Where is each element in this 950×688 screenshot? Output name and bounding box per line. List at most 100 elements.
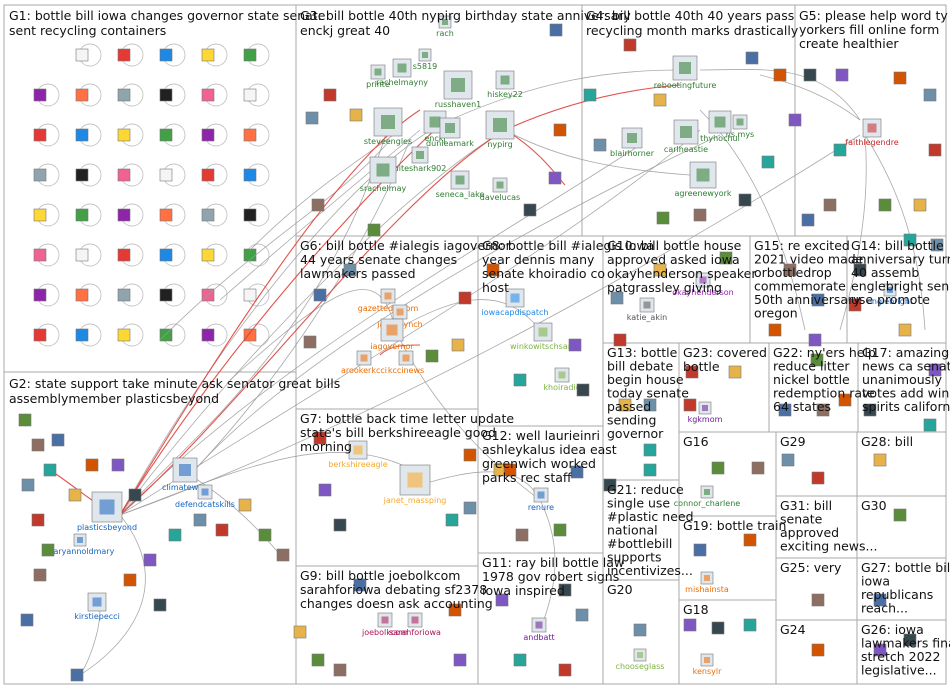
node-avatar[interactable] <box>159 128 173 142</box>
node-s5819[interactable]: s5819 <box>413 48 438 71</box>
node-avatar[interactable] <box>33 128 47 142</box>
node-avatar[interactable] <box>553 523 567 537</box>
node-avatar[interactable] <box>243 288 257 302</box>
node-avatar[interactable] <box>928 363 942 377</box>
node-avatar[interactable] <box>201 248 215 262</box>
node-avatar[interactable] <box>453 653 467 667</box>
node-avatar[interactable] <box>873 453 887 467</box>
node-avatar[interactable] <box>201 168 215 182</box>
node-avatar[interactable] <box>243 328 257 342</box>
node-avatar[interactable] <box>773 68 787 82</box>
node-avatar[interactable] <box>117 248 131 262</box>
node-berkshireeagle[interactable]: berkshireeagle <box>328 440 388 469</box>
node-avatar[interactable] <box>305 111 319 125</box>
node-avatar[interactable] <box>913 198 927 212</box>
node-avatar[interactable] <box>745 51 759 65</box>
node-avatar[interactable] <box>215 523 229 537</box>
node-avatar[interactable] <box>903 633 917 647</box>
node-avatar[interactable] <box>333 663 347 677</box>
node-hiskey22[interactable]: hiskey22 <box>487 70 523 99</box>
node-avatar[interactable] <box>159 48 173 62</box>
node-avatar[interactable] <box>513 653 527 667</box>
node-avatar[interactable] <box>75 168 89 182</box>
node-avatar[interactable] <box>873 643 887 657</box>
node-avatar[interactable] <box>683 618 697 632</box>
node-avatar[interactable] <box>201 328 215 342</box>
node-avatar[interactable] <box>33 328 47 342</box>
node-avatar[interactable] <box>823 198 837 212</box>
node-avatar[interactable] <box>75 48 89 62</box>
node-avatar[interactable] <box>117 48 131 62</box>
node-avatar[interactable] <box>878 198 892 212</box>
node-blairhorner[interactable]: blairhorner <box>610 127 655 158</box>
node-govkathyhochul[interactable]: thyhochul <box>700 110 740 143</box>
node-avatar[interactable] <box>738 193 752 207</box>
node-avatar[interactable] <box>570 465 584 479</box>
node-avatar[interactable] <box>85 458 99 472</box>
node-avatar[interactable] <box>583 88 597 102</box>
node-avatar[interactable] <box>568 338 582 352</box>
node-avatar[interactable] <box>31 438 45 452</box>
node-avatar[interactable] <box>778 403 792 417</box>
node-avatar[interactable] <box>243 88 257 102</box>
node-avatar[interactable] <box>835 68 849 82</box>
node-avatar[interactable] <box>353 578 367 592</box>
node-nypirg[interactable]: nypirg <box>485 110 515 149</box>
node-avatar[interactable] <box>743 533 757 547</box>
node-avatar[interactable] <box>33 288 47 302</box>
node-rachelmayny[interactable]: rachelmayny <box>376 58 428 87</box>
node-avatar[interactable] <box>801 213 815 227</box>
node-avatar[interactable] <box>243 208 257 222</box>
node-avatar[interactable] <box>311 653 325 667</box>
node-avatar[interactable] <box>515 528 529 542</box>
node-avatar[interactable] <box>808 333 822 347</box>
node-avatar[interactable] <box>751 461 765 475</box>
node-iowacapdispatch[interactable]: iowacapdispatch <box>482 288 549 317</box>
node-avatar[interactable] <box>838 393 852 407</box>
node-avatar[interactable] <box>143 553 157 567</box>
node-avatar[interactable] <box>653 93 667 107</box>
node-avatar[interactable] <box>343 263 357 277</box>
node-avatar[interactable] <box>643 398 657 412</box>
node-avatar[interactable] <box>243 168 257 182</box>
node-avatar[interactable] <box>18 413 32 427</box>
node-avatar[interactable] <box>43 463 57 477</box>
node-avatar[interactable] <box>201 48 215 62</box>
node-gazettedotcom[interactable]: gazettedotcom <box>358 288 419 313</box>
node-avatar[interactable] <box>117 168 131 182</box>
node-avatar[interactable] <box>20 613 34 627</box>
node-chooseglass[interactable]: chooseglass <box>616 648 665 671</box>
node-avatar[interactable] <box>930 238 944 252</box>
node-avatar[interactable] <box>848 298 862 312</box>
node-avatar[interactable] <box>21 478 35 492</box>
node-avatar[interactable] <box>201 88 215 102</box>
node-avatar[interactable] <box>503 463 517 477</box>
node-avatar[interactable] <box>576 383 590 397</box>
node-avatar[interactable] <box>123 573 137 587</box>
node-avatar[interactable] <box>451 338 465 352</box>
node-avatar[interactable] <box>33 88 47 102</box>
node-avatar[interactable] <box>816 403 830 417</box>
node-avatar[interactable] <box>448 603 462 617</box>
node-rebootingfuture[interactable]: rebootingfuture <box>654 55 717 90</box>
node-printe[interactable]: printe <box>366 64 390 89</box>
node-avatar[interactable] <box>810 353 824 367</box>
node-katie_akin[interactable]: katie_akin <box>627 297 668 322</box>
node-avatar[interactable] <box>719 251 733 265</box>
node-avatar[interactable] <box>117 88 131 102</box>
node-defendcatskills[interactable]: defendcatskills <box>175 484 235 509</box>
node-avatar[interactable] <box>51 433 65 447</box>
node-avatar[interactable] <box>618 398 632 412</box>
node-davelucas[interactable]: davelucas <box>480 177 520 202</box>
node-kccinews[interactable]: kccinews <box>388 350 424 375</box>
node-arookerkcci[interactable]: arookerkcci <box>341 350 387 375</box>
node-avatar[interactable] <box>633 623 647 637</box>
node-avatar[interactable] <box>811 293 825 307</box>
node-climatewny[interactable]: climatewny <box>162 457 208 492</box>
node-iagovernor[interactable]: iagovernor <box>370 318 414 351</box>
node-avatar[interactable] <box>445 513 459 527</box>
node-avatar[interactable] <box>75 208 89 222</box>
node-avatar[interactable] <box>603 478 617 492</box>
node-avatar[interactable] <box>193 513 207 527</box>
node-avatar[interactable] <box>623 38 637 52</box>
